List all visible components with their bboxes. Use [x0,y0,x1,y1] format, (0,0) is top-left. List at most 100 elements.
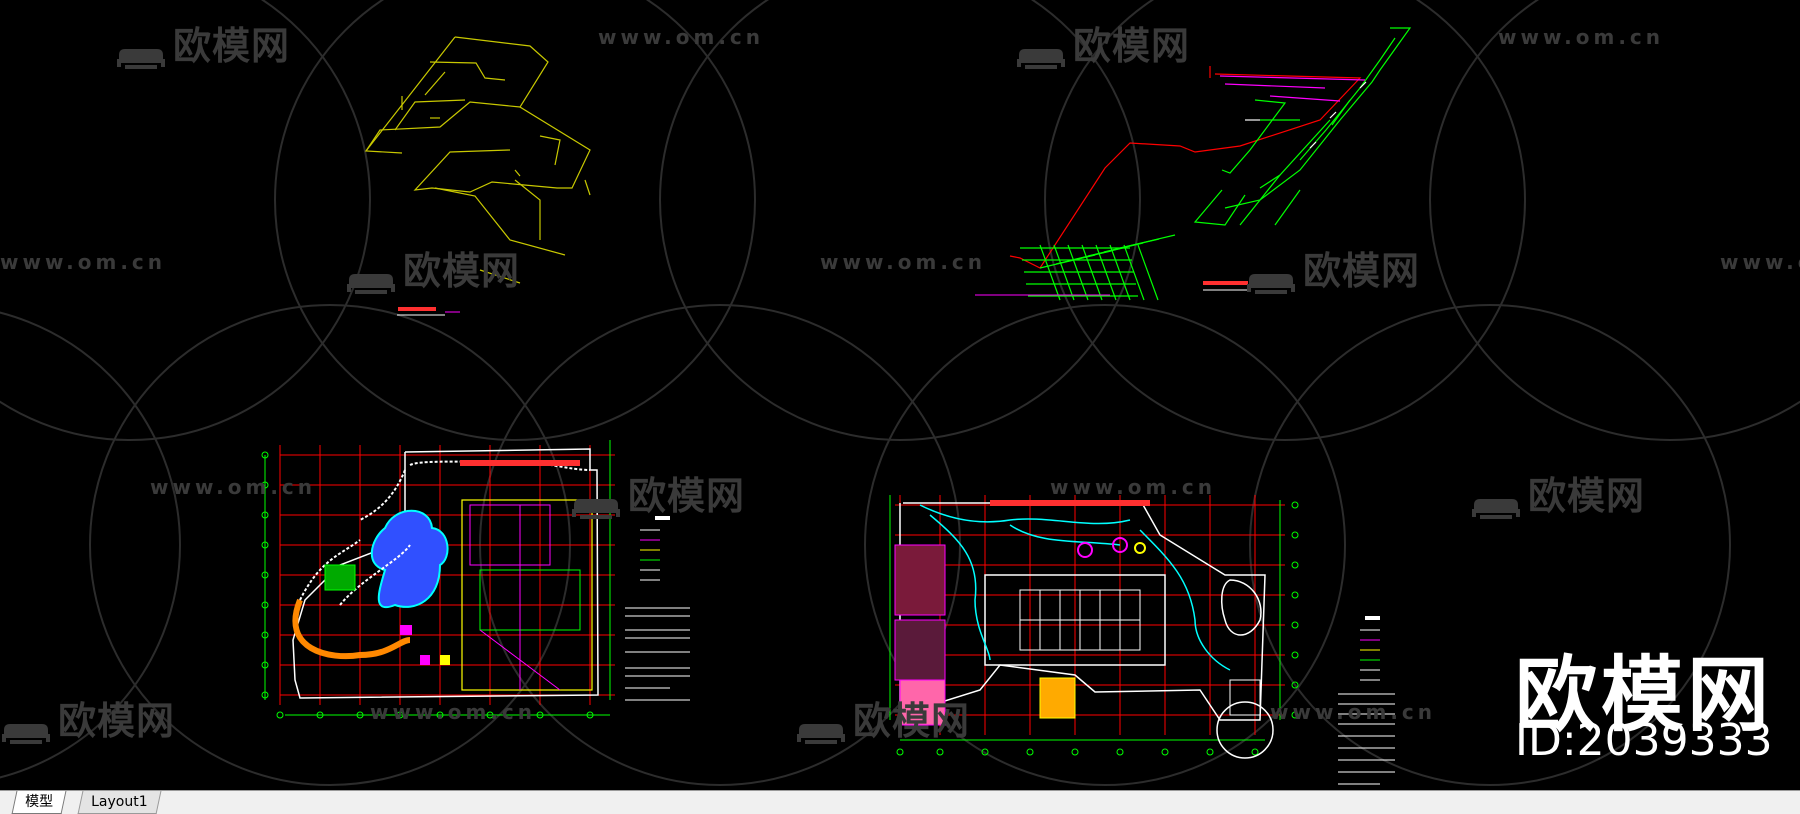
id-stamp-brand: 欧模网 [1515,648,1774,743]
tab-layout1-label: Layout1 [91,794,148,810]
isometric-title-2 [975,281,1250,296]
grid-line [1081,244,1103,301]
isometric-sketch-1 [364,36,591,284]
watermark-brand: 欧模网 [570,465,745,520]
isometric-title-1 [397,307,460,316]
sofa-logo-icon [1015,36,1067,69]
axis-bubble [276,711,284,719]
watermark-brand: 欧模网 [0,690,175,745]
axis-bubble [1291,561,1299,569]
axis-bubble [261,481,269,489]
grid-line [1039,244,1061,301]
axis-bubble [436,711,444,719]
watermark-url-text: www.om.cn [150,475,317,499]
sofa-logo-icon [1245,261,1297,294]
tab-model[interactable]: 模型 [11,791,67,814]
axis-bubble [1291,711,1299,719]
axis-bubble [261,541,269,549]
axis-bubble [261,451,269,459]
watermark-url-text: www.om.cn [1270,700,1437,724]
watermark-brand-text: 欧模网 [58,699,176,743]
sofa-logo-icon [1470,486,1522,519]
axis-bubble [1161,748,1169,756]
grid-line [1067,244,1089,301]
axis-bubble [586,711,594,719]
watermark-circle [0,311,181,779]
grid-line [1053,244,1075,301]
watermark-url-text: www.om.cn [598,25,765,49]
tab-layout1[interactable]: Layout1 [77,791,161,814]
axis-bubble [261,571,269,579]
sofa-logo-icon [795,711,847,744]
grid-line [1123,244,1145,301]
watermark-url-text: www.om.cn [1498,25,1665,49]
axis-bubble [1206,748,1214,756]
axis-bubble [536,711,544,719]
isometric-grid-2 [1020,234,1176,301]
axis-bubble [1291,531,1299,539]
watermark-url: www.om.cn [1498,25,1664,49]
axis-bubble [1026,748,1034,756]
sofa-logo-icon [570,486,622,519]
watermark-circles [0,0,1800,786]
watermark-brand-text: 欧模网 [173,24,291,68]
site-plan-1 [261,440,690,719]
axis-bubble [356,711,364,719]
axis-bubble [896,748,904,756]
axis-bubble [1291,681,1299,689]
axis-bubble [1116,748,1124,756]
id-stamp-label: ID:2039333 [1515,715,1773,766]
watermark-url-text: www.om.cn [1050,475,1217,499]
isometric-sketch-2 [1009,27,1412,269]
axis-bubble [981,748,989,756]
watermark-brand: 欧模网 [345,240,520,295]
watermark-url: www.om.cn [0,250,166,274]
watermark-circle [1249,304,1731,786]
grid-line [1095,244,1117,301]
watermark-url-text: www.om.cn [820,250,987,274]
axis-bubble [261,601,269,609]
watermark-circle [659,0,1141,441]
court-boundary [1019,589,1141,651]
legend-1 [640,516,670,581]
watermark-url: www.om.cn [1270,700,1436,724]
watermark-url-text: www.om.cn [1720,250,1800,274]
watermark-url: www.om.cn [1720,250,1800,274]
watermark-circle [274,0,756,441]
watermark-circle [864,304,1346,786]
watermark-brand-text: 欧模网 [853,699,971,743]
axis-bubble [486,711,494,719]
watermark-url: www.om.cn [150,475,316,499]
tab-model-label: 模型 [25,794,54,810]
watermark-brand: 欧模网 [1470,465,1645,520]
cad-drawing [261,27,1412,785]
axis-bubble [1291,621,1299,629]
sofa-logo-icon [345,261,397,294]
watermark-brand-text: 欧模网 [1303,249,1421,293]
watermark-brand-text: 欧模网 [1073,24,1191,68]
watermark-circle [1429,0,1800,441]
axis-bubble [396,711,404,719]
sofa-logo-icon [0,711,52,744]
axis-bubble [1291,501,1299,509]
notes-2 [1338,693,1395,785]
watermark-circle [0,0,371,441]
notes-1 [625,607,690,701]
axis-bubble [261,661,269,669]
axis-bubble [261,691,269,699]
watermark-brand: 欧模网 [795,690,970,745]
axis-bubble [1291,651,1299,659]
axis-bubble [316,711,324,719]
sofa-logo-icon [115,36,167,69]
watermark-circle [1044,0,1526,441]
axis-bubble [936,748,944,756]
watermark-brand: 欧模网 [1015,15,1190,70]
axis-bubble [261,631,269,639]
watermark-url: www.om.cn [370,700,536,724]
grid-line [1119,234,1176,249]
watermark-url: www.om.cn [820,250,986,274]
watermark-brand-text: 欧模网 [403,249,521,293]
grid-line [1109,244,1131,301]
watermark-url: www.om.cn [598,25,764,49]
